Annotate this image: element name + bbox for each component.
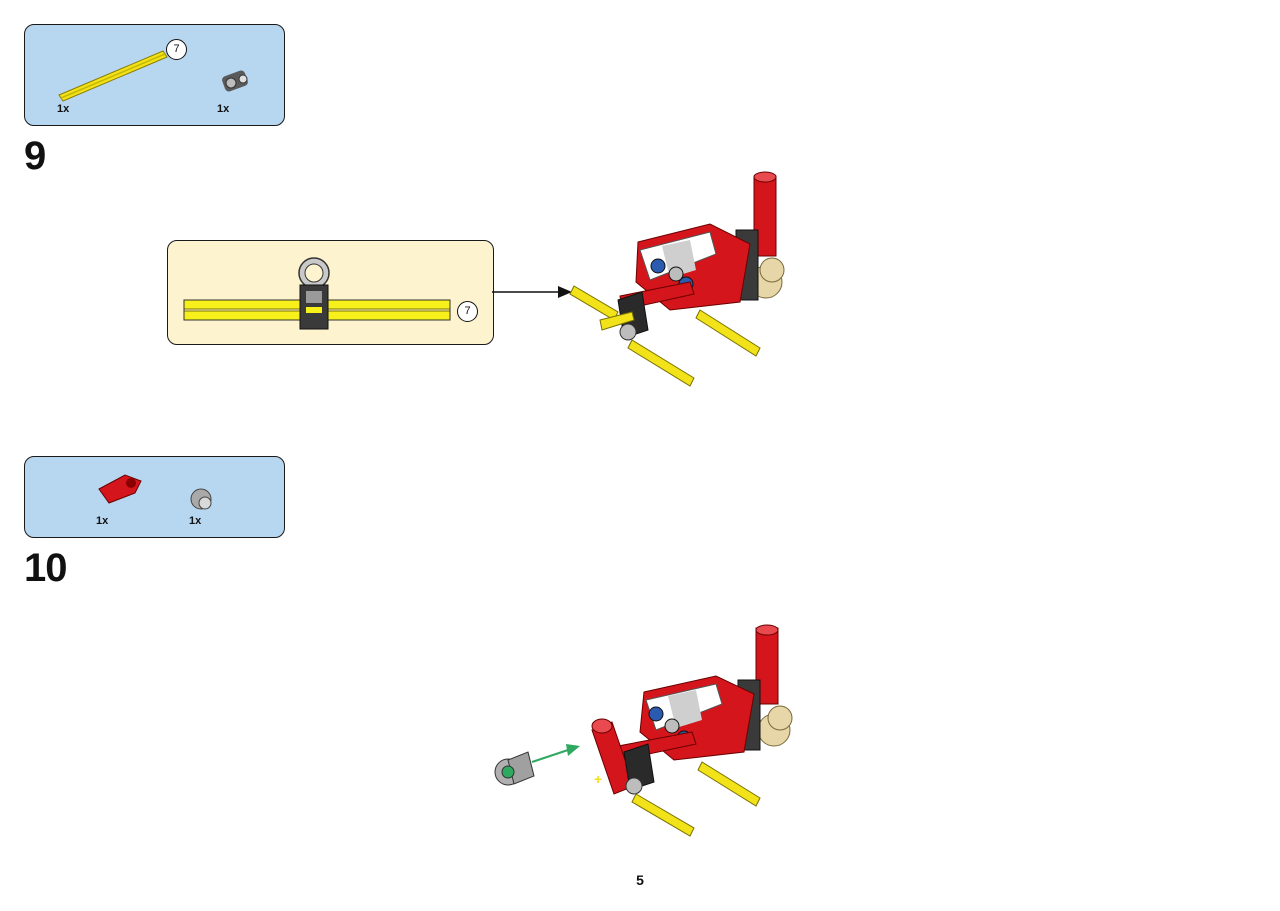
- part-quantity: 1x: [57, 103, 70, 115]
- step-9-parts-list: 7 1x 1x: [24, 24, 285, 126]
- red-crank-arm-icon: [98, 474, 142, 504]
- step-number: 10: [24, 546, 67, 590]
- part-quantity: 1x: [189, 515, 202, 527]
- part-quantity: 1x: [217, 103, 230, 115]
- gray-connector-icon: [222, 70, 248, 92]
- part-quantity: 1x: [96, 515, 109, 527]
- step-9-assembly-illustration: [569, 171, 785, 387]
- step-10-parts-list: 1x 1x: [24, 456, 285, 538]
- svg-text:+: +: [594, 771, 602, 787]
- gray-bush-icon: [190, 488, 212, 510]
- step-10-assembly-illustration: +: [494, 624, 793, 837]
- yellow-axle-icon: [58, 50, 168, 102]
- axle-length-callout: 7: [167, 240, 494, 345]
- step-number: 9: [24, 134, 46, 178]
- axle-length-badge: 7: [166, 39, 187, 60]
- axle-length-badge: 7: [457, 301, 478, 322]
- callout-pointer-arrow-icon: [492, 286, 572, 298]
- page-number: 5: [636, 872, 644, 888]
- axle-measure-icon: [183, 257, 451, 330]
